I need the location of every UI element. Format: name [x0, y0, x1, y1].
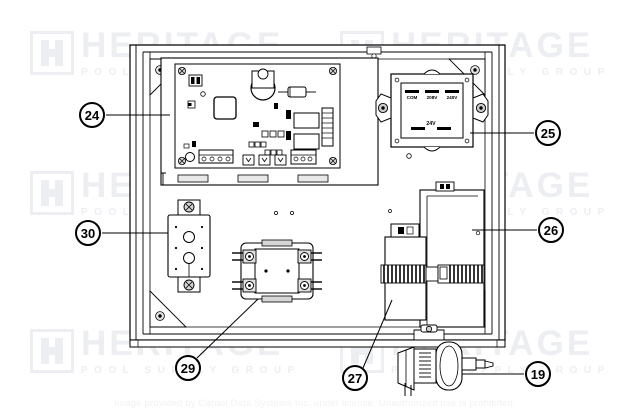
transformer	[375, 69, 489, 159]
transformer-label-208v: 208V	[427, 95, 439, 100]
backplate-holes	[274, 209, 392, 215]
valve-actuator-assembly	[397, 324, 494, 396]
callout-24-number: 24	[84, 107, 100, 123]
control-board-pcb	[174, 63, 341, 169]
callout-27-number: 27	[347, 370, 363, 386]
transformer-label-com: COM	[407, 95, 418, 100]
fin-bank-left	[380, 264, 427, 284]
terminal-block-pcb	[198, 149, 234, 164]
callout-26[interactable]: 26	[538, 217, 564, 243]
transformer-labels: COM 208V 240V 24V	[407, 95, 459, 127]
contactor-block	[232, 239, 322, 303]
fin-bank-right	[437, 264, 485, 284]
board-mounting-clips	[161, 172, 329, 185]
smd-row-upper	[261, 130, 285, 138]
leader-29	[196, 298, 259, 359]
terminal-block-pcb-right	[290, 149, 317, 165]
pcb-mount-screws	[177, 67, 337, 165]
axial-component	[278, 86, 316, 98]
callout-29[interactable]: 29	[175, 355, 201, 381]
right-enclosure-panel	[419, 181, 485, 328]
transformer-label-24v: 24V	[426, 121, 436, 127]
enclosure-bottom-lip	[129, 339, 506, 348]
license-notice: Image provided by Cardol Data Systems In…	[114, 398, 516, 409]
finned-element-assembly	[380, 223, 485, 321]
callout-25[interactable]: 25	[535, 120, 561, 146]
terminal-fuse-block	[167, 199, 211, 293]
callout-30[interactable]: 30	[75, 220, 101, 246]
callout-26-number: 26	[543, 222, 559, 238]
transformer-label-240v: 240V	[447, 95, 459, 100]
callout-19-number: 19	[530, 366, 546, 382]
pin-header	[321, 107, 334, 147]
connector-sockets	[242, 154, 287, 166]
callout-25-number: 25	[540, 125, 556, 141]
callout-27[interactable]: 27	[342, 365, 368, 391]
callout-29-number: 29	[180, 360, 196, 376]
callout-30-number: 30	[80, 225, 96, 241]
callout-24[interactable]: 24	[79, 102, 105, 128]
callout-19[interactable]: 19	[525, 361, 551, 387]
